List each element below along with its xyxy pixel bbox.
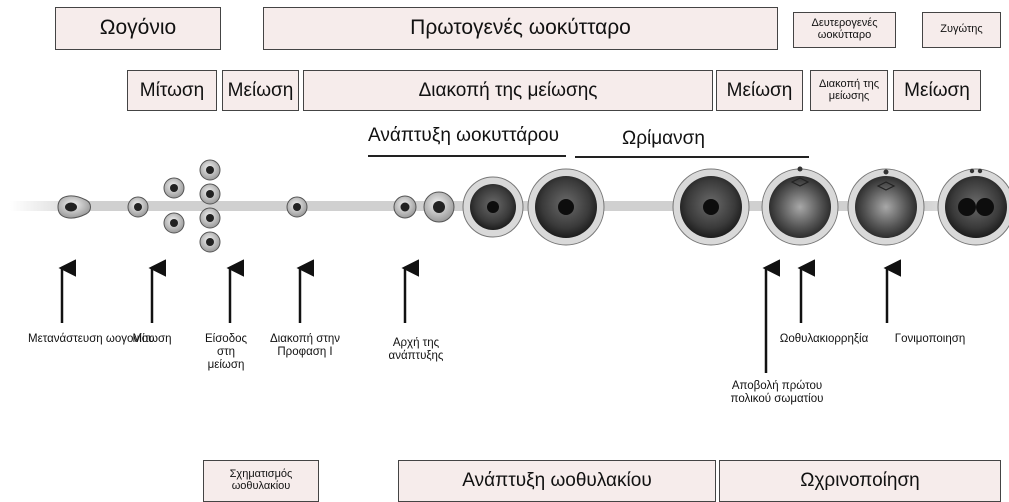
- primary-oocyte-label: Πρωτογενές ωοκύτταρο: [410, 16, 631, 40]
- phase-maturation: Ωρίμανση: [622, 128, 705, 149]
- box-oogonium: Ωογόνιο: [55, 7, 221, 50]
- event-ovulation: Ωοθυλακιορρηξία: [779, 333, 869, 345]
- event-first-polar-body: Αποβολή πρώτου πολικού σωματίου: [730, 380, 824, 406]
- cell-growth-2: [423, 191, 455, 223]
- cell-migrating-oogonium: [57, 195, 91, 219]
- event-fertilization: Γονιμοποιηση: [894, 333, 966, 345]
- event-mitosis: Μίτωση: [132, 333, 172, 345]
- oogonium-label: Ωογόνιο: [99, 16, 177, 40]
- event-prophase-arrest: Διακοπή στην Προφαση Ι: [269, 333, 341, 359]
- box-luteinization: Ωχρινοποίηση: [719, 460, 1001, 502]
- follicle-growth-label: Ανάπτυξη ωοθυλακίου: [462, 470, 652, 492]
- event-migration: Μετανάστευση ωογονίου: [28, 333, 155, 345]
- box-mitosis: Μίτωση: [127, 70, 217, 111]
- cell-mitosis: [127, 196, 149, 218]
- box-zygote: Ζυγώτης: [922, 12, 1001, 48]
- box-meiosis-2: Μείωση: [716, 70, 803, 111]
- mitosis-label: Μίτωση: [139, 79, 205, 101]
- cell-fertilized-oocyte: [847, 168, 925, 246]
- box-meiosis-3: Μείωση: [893, 70, 981, 111]
- phase-oocyte-growth: Ανάπτυξη ωοκυττάρου: [368, 125, 559, 146]
- event-meiosis-entry: Είσοδος στη μείωση: [204, 333, 248, 372]
- cell-zygote: [937, 168, 1009, 246]
- cell-mitosis-pair-bottom: [163, 212, 185, 234]
- box-primary-oocyte: Πρωτογενές ωοκύτταρο: [263, 7, 778, 50]
- box-follicle-growth: Ανάπτυξη ωοθυλακίου: [398, 460, 716, 502]
- meiotic-arrest-1-label: Διακοπή της μείωσης: [418, 79, 598, 101]
- secondary-oocyte-label: Δευτερογενές ωοκύτταρο: [811, 17, 878, 41]
- cell-meiosis-column: [199, 159, 221, 253]
- luteinization-label: Ωχρινοποίηση: [800, 470, 920, 492]
- meiosis-3-label: Μείωση: [904, 79, 970, 101]
- follicle-formation-label: Σχηματισμός ωοθυλακίου: [229, 468, 293, 492]
- cell-growth-4: [527, 168, 605, 246]
- zygote-label: Ζυγώτης: [940, 23, 983, 36]
- cell-mature-oocyte: [672, 168, 750, 246]
- meiosis-1-label: Μείωση: [227, 79, 294, 101]
- box-meiosis-1: Μείωση: [222, 70, 299, 111]
- event-growth-start: Αρχή της ανάπτυξης: [388, 337, 444, 363]
- cell-mitosis-pair-top: [163, 177, 185, 199]
- box-meiotic-arrest-1: Διακοπή της μείωσης: [303, 70, 713, 111]
- cell-growth-3: [462, 176, 524, 238]
- cell-prophase-arrest: [286, 196, 308, 218]
- meiotic-arrest-2-label: Διακοπή της μείωσης: [818, 77, 879, 102]
- box-meiotic-arrest-2: Διακοπή της μείωσης: [810, 70, 888, 111]
- phase-oocyte-growth-line: [368, 155, 566, 157]
- box-follicle-formation: Σχηματισμός ωοθυλακίου: [203, 460, 319, 502]
- box-secondary-oocyte: Δευτερογενές ωοκύτταρο: [793, 12, 896, 48]
- meiosis-2-label: Μείωση: [726, 79, 793, 101]
- phase-maturation-line: [575, 156, 809, 158]
- cell-growth-1: [393, 195, 417, 219]
- cell-polar-body-extrusion: [761, 166, 839, 246]
